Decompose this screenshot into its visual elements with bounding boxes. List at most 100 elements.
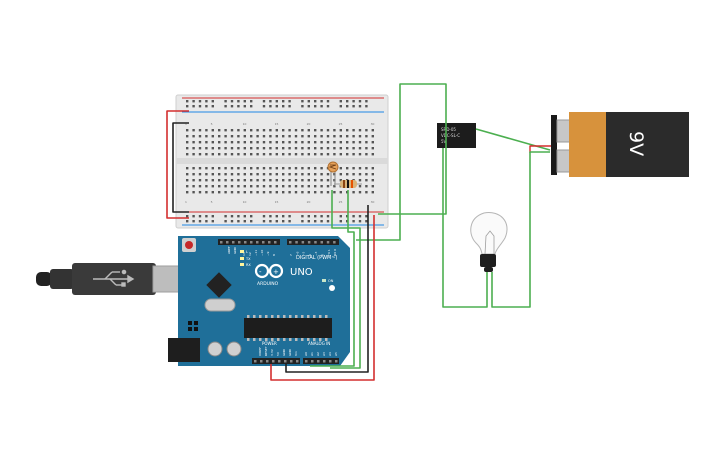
breadboard-hole[interactable] — [250, 100, 253, 103]
breadboard-hole[interactable] — [262, 153, 266, 156]
breadboard-hole[interactable] — [269, 141, 272, 144]
breadboard-hole[interactable] — [307, 215, 310, 218]
breadboard-hole[interactable] — [237, 129, 240, 132]
breadboard-hole[interactable] — [186, 153, 189, 156]
breadboard-hole[interactable] — [358, 173, 362, 176]
breadboard-hole[interactable] — [365, 173, 368, 176]
breadboard-hole[interactable] — [218, 191, 221, 194]
breadboard-hole[interactable] — [358, 141, 362, 144]
breadboard-hole[interactable] — [314, 220, 317, 223]
breadboard-hole[interactable] — [352, 100, 355, 103]
breadboard-hole[interactable] — [230, 147, 234, 150]
wire-green-relay-battery[interactable] — [475, 128, 551, 151]
breadboard-hole[interactable] — [301, 185, 304, 188]
breadboard-hole[interactable] — [186, 100, 189, 103]
breadboard-hole[interactable] — [250, 220, 253, 223]
breadboard-hole[interactable] — [218, 129, 221, 132]
breadboard-hole[interactable] — [205, 173, 208, 176]
breadboard-hole[interactable] — [288, 100, 291, 103]
breadboard-hole[interactable] — [243, 153, 246, 156]
breadboard-hole[interactable] — [288, 147, 291, 150]
breadboard-hole[interactable] — [346, 153, 349, 156]
breadboard-hole[interactable] — [275, 173, 278, 176]
breadboard-hole[interactable] — [307, 153, 310, 156]
breadboard-hole[interactable] — [365, 191, 368, 194]
breadboard-hole[interactable] — [346, 141, 349, 144]
breadboard-hole[interactable] — [294, 147, 298, 150]
breadboard-hole[interactable] — [269, 191, 272, 194]
breadboard-hole[interactable] — [282, 220, 285, 223]
breadboard-hole[interactable] — [224, 173, 227, 176]
breadboard-hole[interactable] — [371, 153, 374, 156]
breadboard-hole[interactable] — [198, 105, 202, 108]
breadboard-hole[interactable] — [205, 135, 208, 138]
breadboard-hole[interactable] — [320, 141, 323, 144]
breadboard-hole[interactable] — [352, 135, 355, 138]
breadboard-hole[interactable] — [262, 220, 266, 223]
breadboard-hole[interactable] — [282, 100, 285, 103]
breadboard-hole[interactable] — [269, 100, 272, 103]
breadboard-hole[interactable] — [230, 141, 234, 144]
breadboard-hole[interactable] — [211, 167, 214, 170]
breadboard-hole[interactable] — [243, 185, 246, 188]
breadboard-hole[interactable] — [262, 167, 266, 170]
breadboard-hole[interactable] — [339, 105, 342, 108]
breadboard-hole[interactable] — [224, 147, 227, 150]
breadboard-hole[interactable] — [237, 185, 240, 188]
breadboard-hole[interactable] — [243, 105, 246, 108]
breadboard-hole[interactable] — [243, 147, 246, 150]
breadboard-hole[interactable] — [365, 129, 368, 132]
breadboard-hole[interactable] — [269, 215, 272, 218]
breadboard-hole[interactable] — [307, 185, 310, 188]
breadboard-hole[interactable] — [218, 147, 221, 150]
breadboard-hole[interactable] — [371, 173, 374, 176]
breadboard-hole[interactable] — [269, 147, 272, 150]
breadboard-hole[interactable] — [262, 179, 266, 182]
breadboard-hole[interactable] — [326, 220, 330, 223]
breadboard-hole[interactable] — [269, 135, 272, 138]
breadboard-hole[interactable] — [320, 129, 323, 132]
breadboard-hole[interactable] — [282, 105, 285, 108]
breadboard-hole[interactable] — [262, 215, 266, 218]
breadboard-hole[interactable] — [288, 135, 291, 138]
breadboard-hole[interactable] — [275, 153, 278, 156]
breadboard-hole[interactable] — [224, 220, 227, 223]
breadboard-hole[interactable] — [230, 191, 234, 194]
breadboard-hole[interactable] — [250, 129, 253, 132]
breadboard-hole[interactable] — [205, 185, 208, 188]
breadboard-hole[interactable] — [339, 220, 342, 223]
breadboard-hole[interactable] — [269, 153, 272, 156]
breadboard-hole[interactable] — [301, 179, 304, 182]
breadboard-hole[interactable] — [282, 173, 285, 176]
breadboard-hole[interactable] — [250, 153, 253, 156]
breadboard-hole[interactable] — [326, 129, 330, 132]
breadboard-hole[interactable] — [205, 179, 208, 182]
wire-green-resistor-pin[interactable] — [310, 190, 355, 367]
breadboard-hole[interactable] — [314, 129, 317, 132]
breadboard-hole[interactable] — [301, 105, 304, 108]
breadboard-hole[interactable] — [346, 105, 349, 108]
breadboard-hole[interactable] — [358, 129, 362, 132]
breadboard-hole[interactable] — [269, 185, 272, 188]
breadboard-hole[interactable] — [320, 105, 323, 108]
breadboard-hole[interactable] — [326, 185, 330, 188]
breadboard-hole[interactable] — [365, 215, 368, 218]
breadboard-hole[interactable] — [282, 153, 285, 156]
breadboard-hole[interactable] — [346, 147, 349, 150]
breadboard-hole[interactable] — [243, 135, 246, 138]
digital-header-left[interactable] — [218, 239, 280, 245]
breadboard-hole[interactable] — [333, 179, 336, 182]
breadboard-hole[interactable] — [294, 185, 298, 188]
breadboard-hole[interactable] — [282, 135, 285, 138]
breadboard-hole[interactable] — [320, 191, 323, 194]
breadboard-hole[interactable] — [307, 167, 310, 170]
breadboard-hole[interactable] — [230, 129, 234, 132]
breadboard-hole[interactable] — [198, 129, 202, 132]
breadboard-hole[interactable] — [326, 147, 330, 150]
breadboard-hole[interactable] — [326, 173, 330, 176]
breadboard-hole[interactable] — [192, 179, 195, 182]
breadboard-hole[interactable] — [339, 141, 342, 144]
breadboard-hole[interactable] — [262, 173, 266, 176]
breadboard-hole[interactable] — [346, 173, 349, 176]
